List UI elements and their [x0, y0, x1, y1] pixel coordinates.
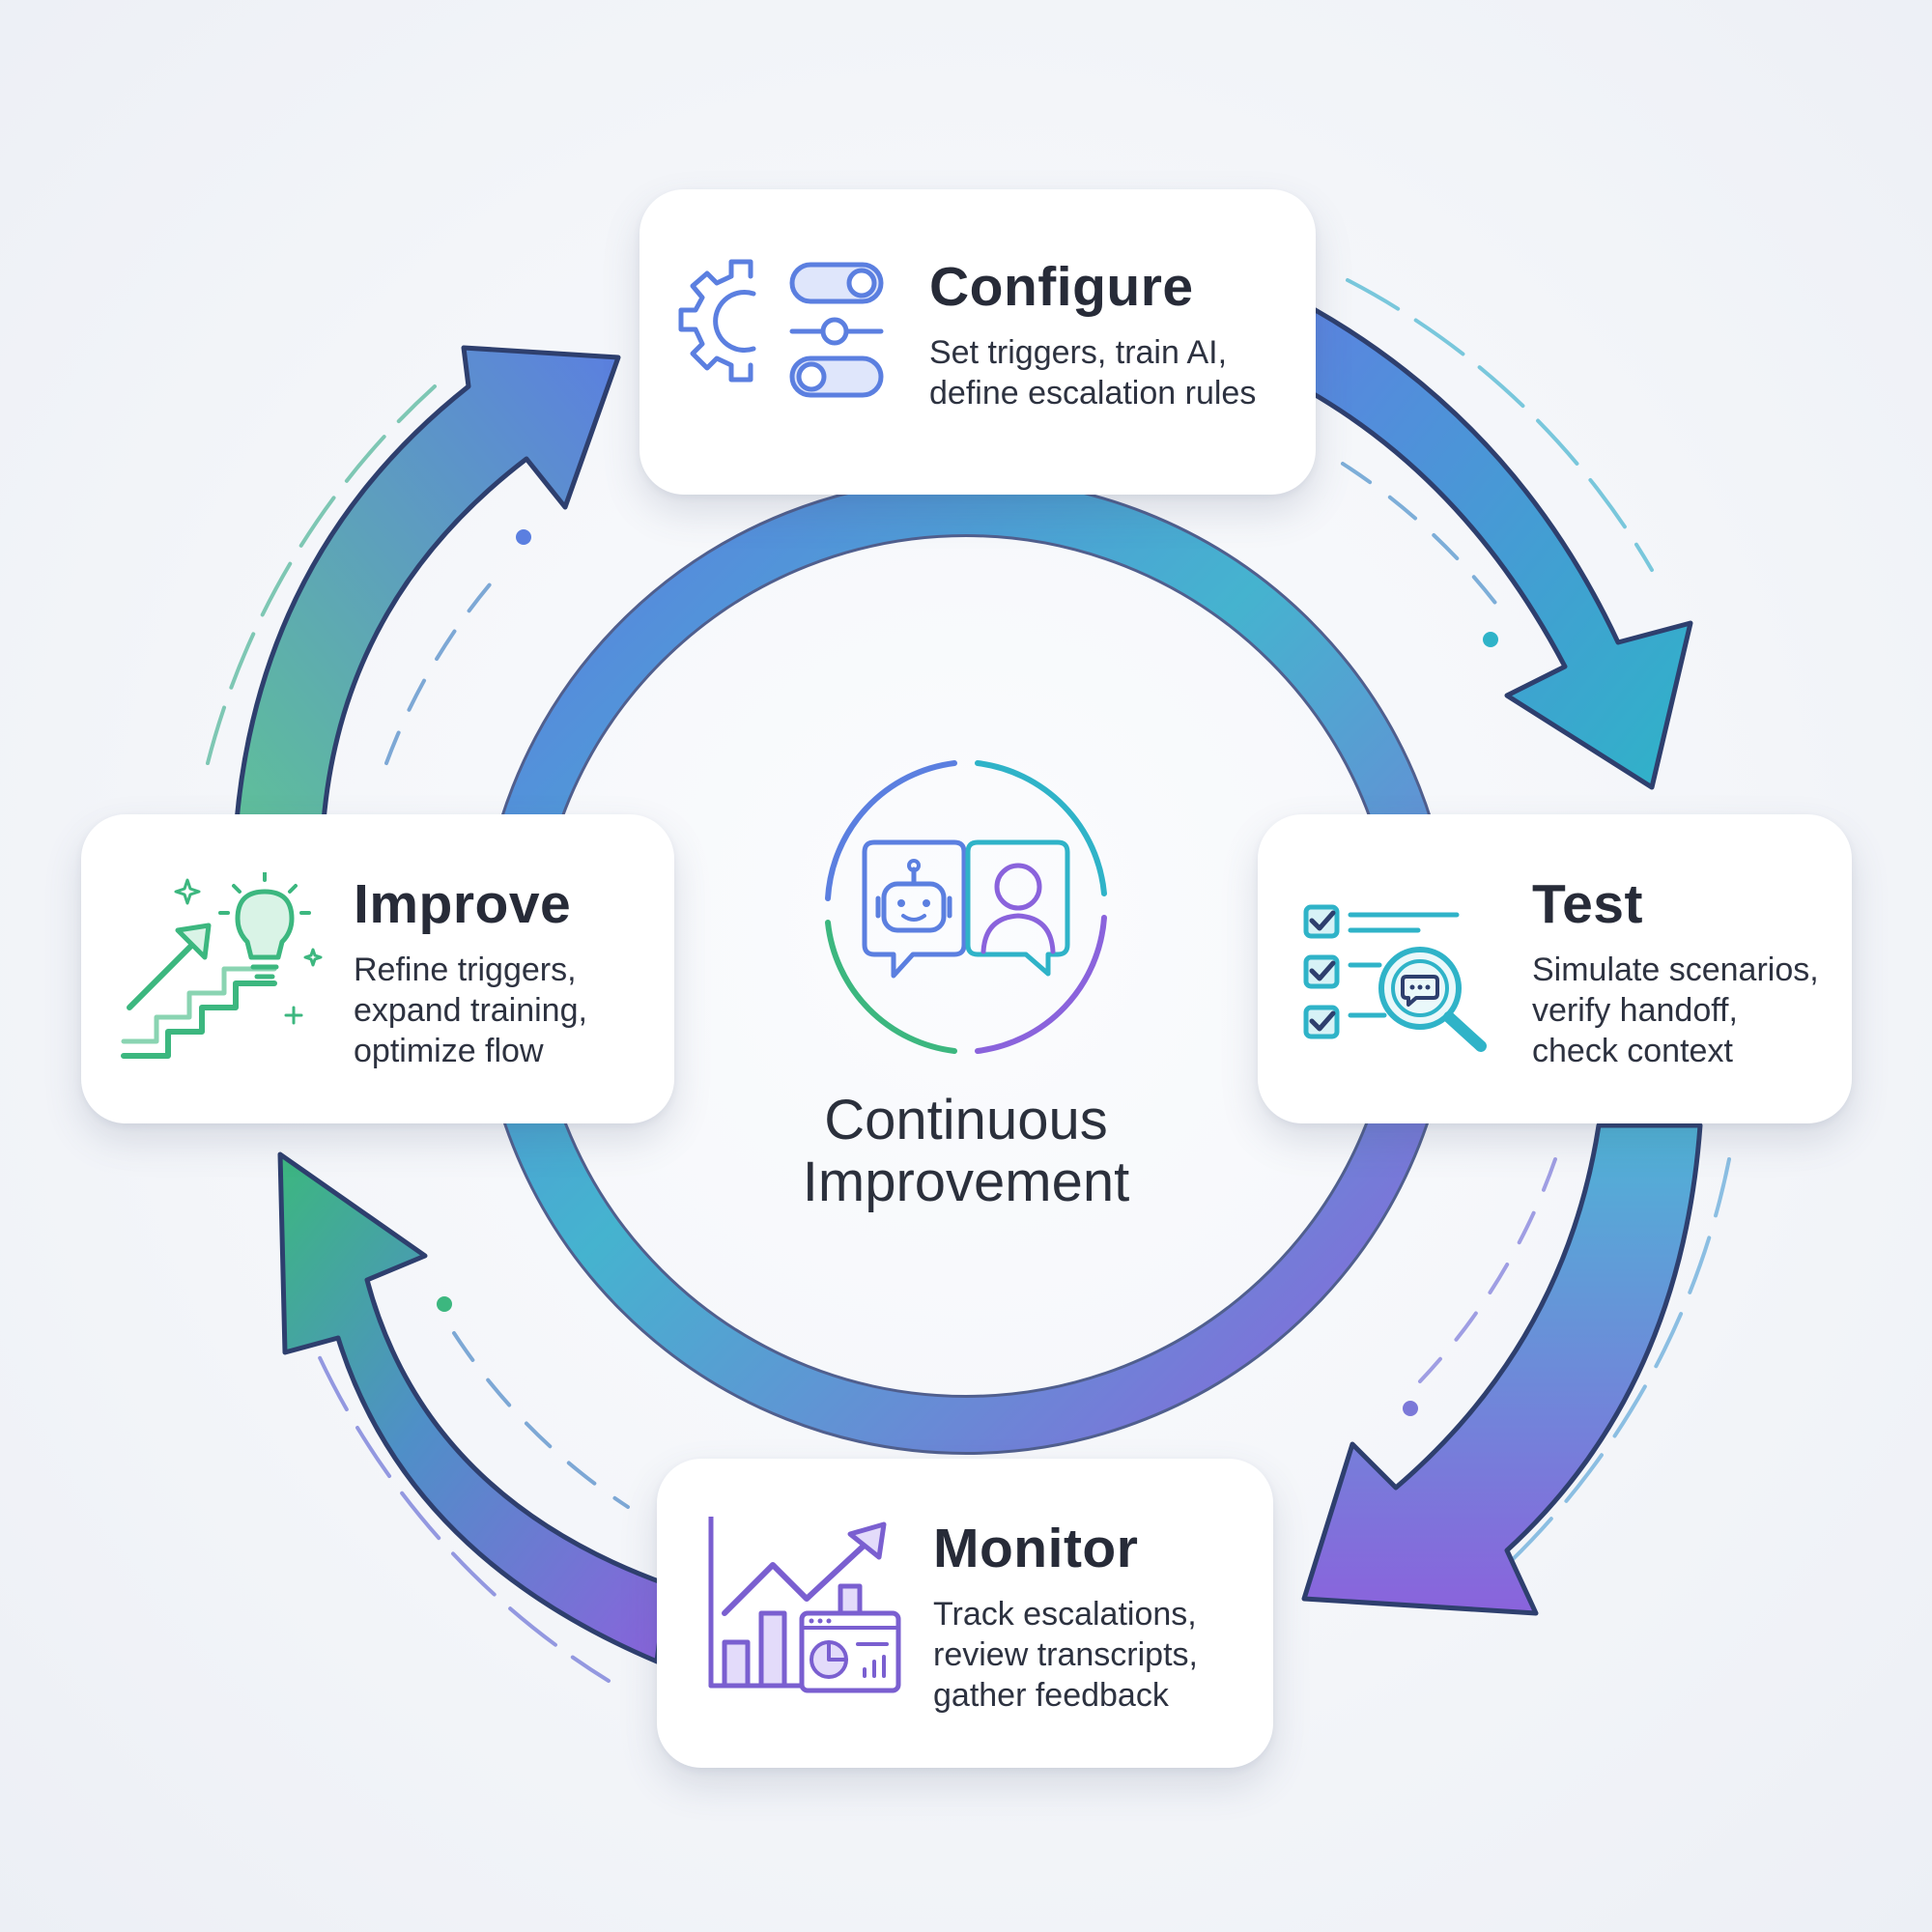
stage-card-configure[interactable]: Configure Set triggers, train AI, define… — [639, 189, 1316, 495]
stage-title: Test — [1532, 873, 1643, 935]
stage-description: Set triggers, train AI, define escalatio… — [929, 334, 1257, 412]
stage-description: Simulate scenarios, verify handoff, chec… — [1532, 952, 1819, 1069]
stage-card-monitor[interactable]: Monitor Track escalations, review transc… — [657, 1459, 1273, 1768]
center-label: Continuous Improvement — [802, 1089, 1130, 1213]
stage-card-improve[interactable]: Improve Refine triggers, expand training… — [81, 814, 674, 1123]
dashed-guides — [206, 278, 1731, 1683]
arrow-improve-to-configure — [234, 345, 621, 824]
arrow-configure-to-test — [1306, 306, 1693, 790]
stairs-lightbulb-icon — [121, 872, 323, 1059]
stage-card-test[interactable]: Test Simulate scenarios, verify handoff,… — [1258, 814, 1852, 1123]
checklist-magnifier-icon — [1303, 904, 1487, 1052]
gear-toggles-icon — [678, 259, 884, 398]
guide-dots — [437, 529, 1498, 1416]
stage-title: Configure — [929, 256, 1194, 318]
stage-title: Monitor — [933, 1518, 1139, 1579]
arrow-monitor-to-improve — [277, 1151, 669, 1664]
stage-description: Refine triggers, expand training, optimi… — [354, 952, 587, 1069]
stage-description: Track escalations, review transcripts, g… — [933, 1596, 1198, 1714]
chatbot-human-handoff-icon — [825, 760, 1107, 1054]
analytics-chart-icon — [708, 1517, 901, 1693]
arrow-test-to-monitor — [1301, 1122, 1703, 1616]
stage-title: Improve — [354, 873, 572, 935]
